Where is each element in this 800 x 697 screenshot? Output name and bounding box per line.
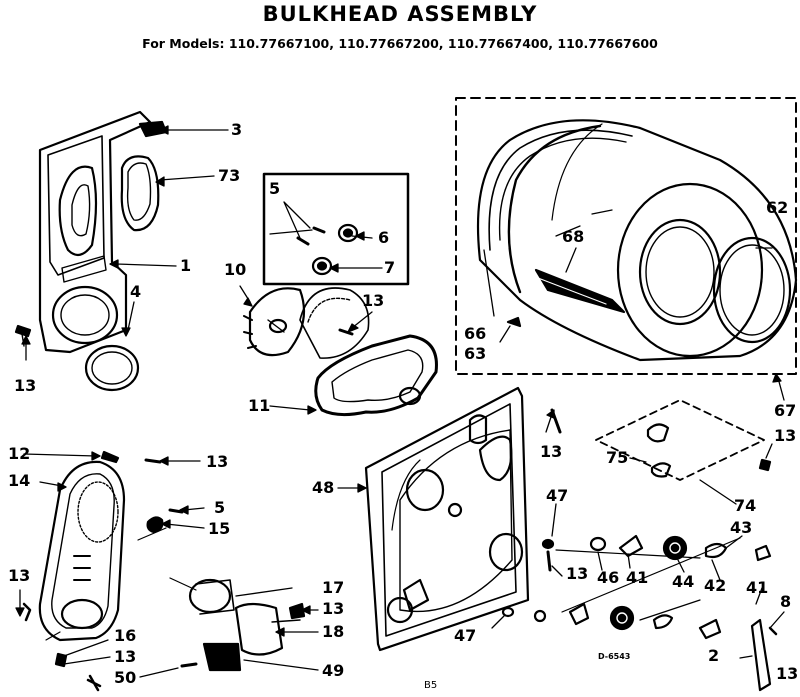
- callout-6: 6: [378, 228, 390, 247]
- callout-14: 14: [8, 471, 31, 490]
- callout-67: 67: [774, 401, 797, 420]
- inset-box: [262, 172, 410, 286]
- part-41b: [698, 618, 722, 640]
- callout-13-motor: 13: [322, 599, 345, 618]
- diagram-title: BULKHEAD ASSEMBLY: [262, 2, 538, 26]
- callout-16: 16: [114, 626, 137, 645]
- callout-1: 1: [180, 256, 192, 275]
- callout-66: 66: [464, 324, 487, 343]
- callout-13-left: 13: [14, 376, 37, 395]
- callout-17: 17: [322, 578, 345, 597]
- callout-73: 73: [218, 166, 241, 185]
- callout-2: 2: [708, 646, 720, 665]
- rear-bulkhead-part: [364, 386, 530, 652]
- callout-13-right: 13: [774, 426, 797, 445]
- part-46: [589, 536, 607, 552]
- part-7: [311, 256, 333, 276]
- page-reference: B5: [424, 680, 438, 691]
- callout-46: 46: [597, 568, 620, 587]
- front-panel-part: [38, 110, 152, 354]
- callout-11: 11: [248, 396, 271, 415]
- callout-10: 10: [224, 260, 247, 279]
- callout-62: 62: [766, 198, 789, 217]
- callout-43: 43: [730, 518, 753, 537]
- callout-41-right: 41: [746, 578, 769, 597]
- callout-8: 8: [780, 592, 792, 611]
- callout-15: 15: [208, 519, 231, 538]
- callout-13-lower-left: 13: [8, 566, 31, 585]
- callout-41-left: 41: [626, 568, 649, 587]
- callout-47-upper: 47: [546, 486, 569, 505]
- callout-13-top: 13: [540, 442, 563, 461]
- callout-74: 74: [734, 496, 757, 515]
- part-49: [202, 642, 242, 672]
- callout-68: 68: [562, 227, 585, 246]
- part-41a: [618, 534, 644, 558]
- callout-49: 49: [322, 661, 345, 680]
- callout-13-bottom: 13: [114, 647, 137, 666]
- bearing-10-part: [248, 287, 306, 357]
- part-6: [337, 223, 359, 243]
- callout-4: 4: [130, 282, 142, 301]
- drum-part: [476, 119, 798, 362]
- part-18: [234, 602, 284, 656]
- callout-63: 63: [464, 344, 487, 363]
- part-44: [662, 535, 688, 561]
- callout-44: 44: [672, 572, 695, 591]
- callout-50: 50: [114, 668, 137, 687]
- part-17: [188, 578, 232, 614]
- bracket-11-part: [314, 334, 438, 417]
- callout-13-lower-right: 13: [566, 564, 589, 583]
- callout-42: 42: [704, 576, 727, 595]
- drawing-code: D-6543: [598, 652, 631, 661]
- callout-13-far-right: 13: [776, 664, 799, 683]
- callout-13-mid: 13: [206, 452, 229, 471]
- drum-dashed-box: [455, 97, 797, 375]
- parts-74-box: [595, 399, 765, 481]
- callout-5-box: 5: [269, 179, 281, 198]
- callout-13-bearing: 13: [362, 291, 385, 310]
- front-bulkhead-part: [38, 460, 126, 642]
- model-numbers: For Models: 110.77667100, 110.77667200, …: [142, 36, 658, 51]
- ring-62-part: [712, 236, 792, 344]
- callout-48: 48: [312, 478, 335, 497]
- part-42: [609, 605, 635, 631]
- callout-12: 12: [8, 444, 31, 463]
- callout-5: 5: [214, 498, 226, 517]
- gasket-73-part: [120, 155, 160, 232]
- drum-back-part: [299, 287, 370, 359]
- callout-47-lower: 47: [454, 626, 477, 645]
- callout-18: 18: [322, 622, 345, 641]
- callout-3: 3: [231, 120, 243, 139]
- callout-7: 7: [384, 258, 396, 277]
- callout-75: 75: [606, 448, 629, 467]
- ring-4-part: [84, 344, 140, 392]
